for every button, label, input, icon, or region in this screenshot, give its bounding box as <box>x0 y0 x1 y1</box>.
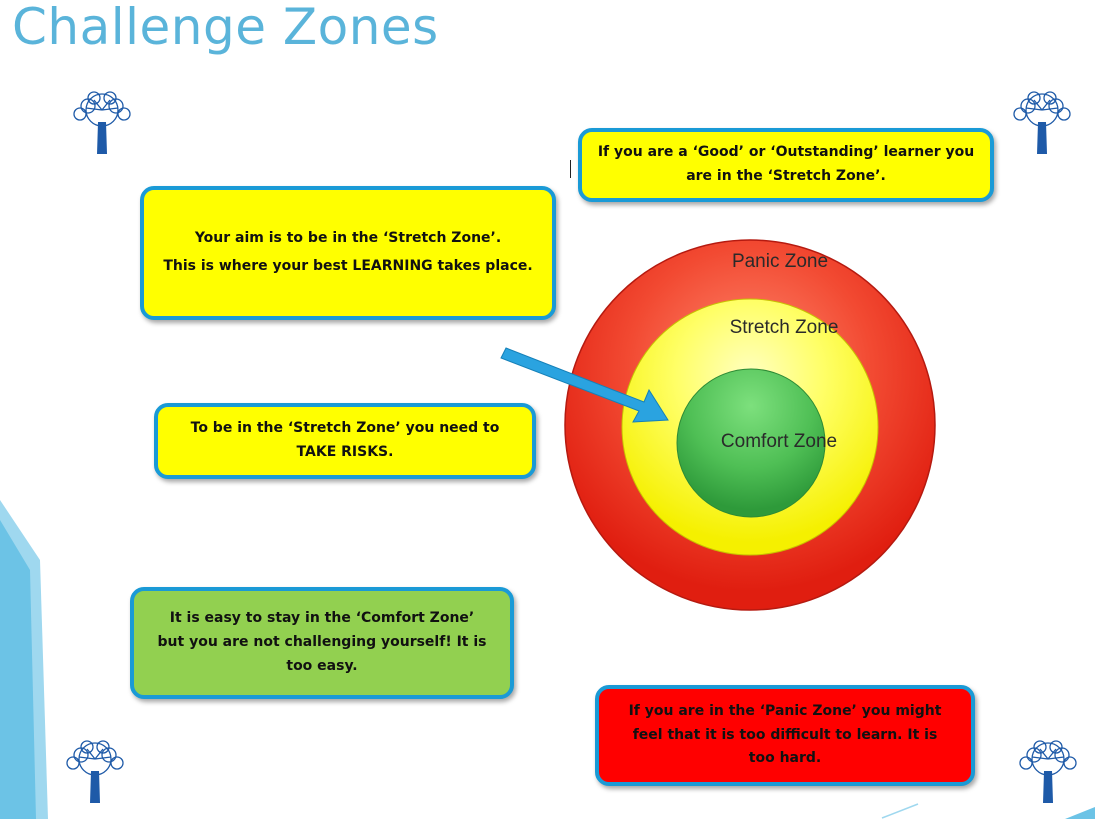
take-risks-text: To be in the ‘Stretch Zone’ you need to … <box>190 420 500 460</box>
tree-logo-icon <box>73 91 131 154</box>
comfort-zone-text: It is easy to stay in the ‘Comfort Zone’… <box>157 610 487 674</box>
panic-zone-text: If you are in the ‘Panic Zone’ you might… <box>628 702 942 767</box>
comfort-zone-box: It is easy to stay in the ‘Comfort Zone’… <box>130 587 514 699</box>
good-learner-text: If you are a ‘Good’ or ‘Outstanding’ lea… <box>597 144 975 184</box>
aim-text-line1: Your aim is to be in the ‘Stretch Zone’. <box>194 230 502 247</box>
aim-text-line2: This is where your best LEARNING takes p… <box>163 258 533 274</box>
stretch-zone-label: Stretch Zone <box>730 317 839 338</box>
tree-logo-icon <box>1019 740 1077 803</box>
text-cursor <box>570 160 571 178</box>
zones-diagram: Panic Zone Stretch Zone Comfort Zone <box>564 239 936 611</box>
comfort-zone-label: Comfort Zone <box>721 431 837 452</box>
comfort-zone-circle <box>676 368 826 518</box>
page-title: Challenge Zones <box>12 0 439 56</box>
arrow-icon <box>500 347 669 423</box>
aim-box: Your aim is to be in the ‘Stretch Zone’.… <box>140 186 556 320</box>
corner-line <box>881 803 919 819</box>
panic-zone-label: Panic Zone <box>732 251 828 272</box>
left-decorative-band <box>0 500 48 819</box>
good-learner-box: If you are a ‘Good’ or ‘Outstanding’ lea… <box>578 128 994 202</box>
take-risks-box: To be in the ‘Stretch Zone’ you need to … <box>154 403 536 479</box>
panic-zone-box: If you are in the ‘Panic Zone’ you might… <box>595 685 975 786</box>
corner-decoration <box>1065 807 1095 819</box>
tree-logo-icon <box>66 740 124 803</box>
tree-logo-icon <box>1013 91 1071 154</box>
